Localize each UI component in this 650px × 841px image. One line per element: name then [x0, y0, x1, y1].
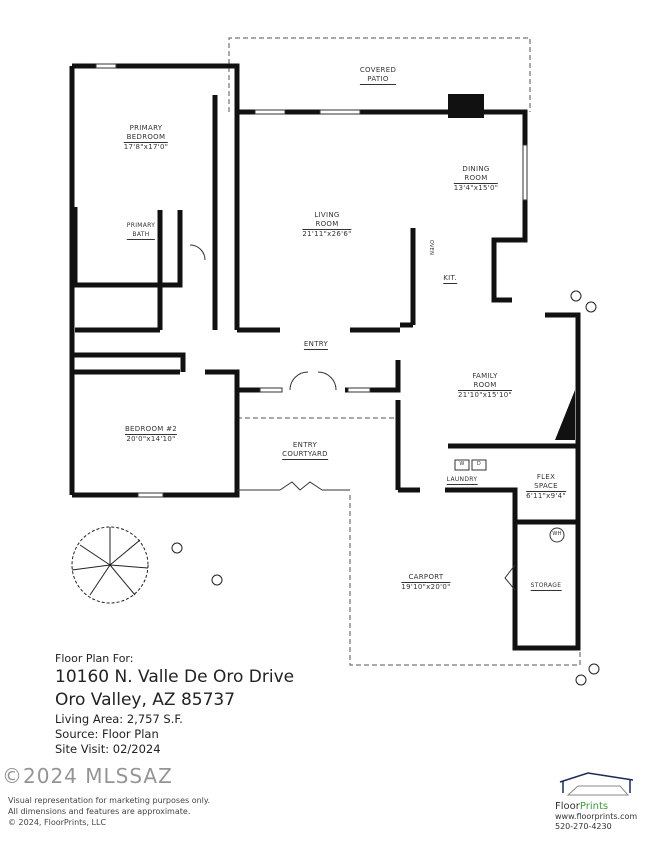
room-label-dining-room: DINING ROOM 13'4"x15'0" — [453, 165, 499, 193]
washer-label: W — [459, 461, 465, 467]
source: Source: Floor Plan — [55, 727, 159, 741]
entry-door-left — [289, 371, 309, 391]
floorprints-logo-icon — [559, 772, 634, 796]
room-name: PRIMARY — [126, 222, 156, 229]
dining-fireplace — [448, 94, 484, 118]
room-name: ENTRY — [303, 340, 329, 350]
walls — [69, 63, 581, 651]
brand-part: Floor — [555, 801, 580, 812]
room-name: STORAGE — [530, 582, 562, 591]
washer — [454, 459, 470, 471]
carport-outline — [349, 495, 581, 666]
copyright: © 2024, FloorPrints, LLC — [8, 818, 107, 827]
storage-door — [504, 564, 516, 591]
property-info: Floor Plan For: 10160 N. Valle De Oro Dr… — [55, 652, 294, 757]
living-area: Living Area: 2,757 S.F. — [55, 712, 183, 726]
room-name: BEDROOM — [123, 133, 169, 143]
watermark: ©2024 MLSSAZ — [2, 764, 173, 788]
logo-brand: FloorPrints — [555, 802, 637, 812]
dryer — [471, 459, 487, 471]
shrub-icon — [585, 301, 597, 313]
floorprints-logo: FloorPrints www.floorprints.com 520-270-… — [555, 772, 637, 832]
room-label-entry: ENTRY — [303, 340, 329, 350]
logo-phone: 520-270-4230 — [555, 822, 612, 831]
room-name: BEDROOM #2 — [124, 425, 178, 435]
room-dimensions: 19'10"x20'0" — [401, 583, 451, 591]
shrub-icon — [575, 674, 587, 686]
room-dimensions: 6'11"x9'4" — [526, 492, 566, 500]
bath-door — [189, 244, 206, 261]
room-name: DINING — [462, 165, 490, 173]
address-line-1: 10160 N. Valle De Oro Drive — [55, 667, 295, 687]
room-name: COURTYARD — [282, 450, 328, 460]
room-name: ENTRY — [292, 441, 318, 449]
room-label-carport: CARPORT 19'10"x20'0" — [401, 573, 451, 592]
room-name: ROOM — [302, 220, 352, 230]
shrub-icon — [171, 542, 183, 554]
water-heater-label: WH — [552, 531, 562, 537]
room-name: ROOM — [458, 381, 512, 391]
room-label-covered-patio: COVERED PATIO — [359, 66, 397, 85]
primary-bedroom-wall — [72, 63, 240, 330]
room-label-primary-bedroom: PRIMARY BEDROOM 17'8"x17'0" — [123, 124, 169, 152]
shrub-icon — [588, 663, 600, 675]
entry-door-right — [317, 371, 337, 391]
room-label-living-room: LIVING ROOM 21'11"x26'6" — [302, 211, 352, 239]
room-name: COVERED — [359, 66, 397, 74]
room-name: PATIO — [359, 75, 397, 85]
room-name: KIT. — [443, 274, 457, 284]
room-name: ROOM — [453, 174, 499, 184]
shrub-icon — [570, 290, 582, 302]
brand-part: Prints — [579, 801, 609, 812]
site-visit: Site Visit: 02/2024 — [55, 742, 161, 756]
room-name: FLEX — [536, 473, 556, 481]
shrub-icon — [211, 574, 223, 586]
disclaimer-line: Visual representation for marketing purp… — [8, 796, 211, 805]
courtyard-gate — [279, 481, 323, 491]
room-name: BATH — [126, 230, 156, 240]
room-name: CARPORT — [401, 573, 451, 583]
room-name: LIVING — [314, 211, 340, 219]
room-label-flex-space: FLEX SPACE 6'11"x9'4" — [526, 473, 566, 501]
room-name: FAMILY — [472, 372, 498, 380]
family-fireplace — [555, 390, 575, 440]
disclaimer-line: All dimensions and features are approxim… — [8, 807, 191, 816]
water-heater — [549, 527, 565, 543]
landscaping — [71, 290, 600, 686]
room-label-laundry: LAUNDRY — [446, 475, 478, 485]
room-dimensions: 13'4"x15'0" — [453, 184, 499, 192]
room-dimensions: 20'0"x14'10" — [126, 435, 176, 443]
room-dimensions: 17'8"x17'0" — [123, 143, 169, 151]
room-name: PRIMARY — [129, 124, 163, 132]
fireplaces — [448, 94, 575, 440]
room-label-primary-bath: PRIMARY BATH — [126, 221, 156, 240]
windows — [95, 63, 528, 498]
oven-label: OVEN — [428, 239, 435, 256]
room-label-storage: STORAGE — [530, 581, 562, 591]
room-label-bedroom-2: BEDROOM #2 20'0"x14'10" — [124, 425, 178, 444]
covered-patio-outline — [228, 37, 531, 112]
disclaimer: Visual representation for marketing purp… — [8, 795, 210, 828]
dashed-outlines — [228, 37, 581, 666]
room-dimensions: 21'11"x26'6" — [302, 230, 352, 238]
room-name: SPACE — [526, 482, 566, 492]
room-label-kitchen: KIT. — [443, 274, 457, 284]
room-label-entry-courtyard: ENTRY COURTYARD — [282, 441, 328, 460]
room-label-family-room: FAMILY ROOM 21'10"x15'10" — [458, 372, 512, 400]
room-name: LAUNDRY — [446, 476, 478, 485]
room-dimensions: 21'10"x15'10" — [458, 391, 512, 399]
logo-website[interactable]: www.floorprints.com — [555, 812, 638, 821]
dryer-label: D — [476, 461, 482, 467]
info-heading: Floor Plan For: — [55, 652, 134, 665]
doors — [189, 244, 565, 591]
address-line-2: Oro Valley, AZ 85737 — [55, 690, 236, 710]
tree-icon — [71, 526, 149, 604]
